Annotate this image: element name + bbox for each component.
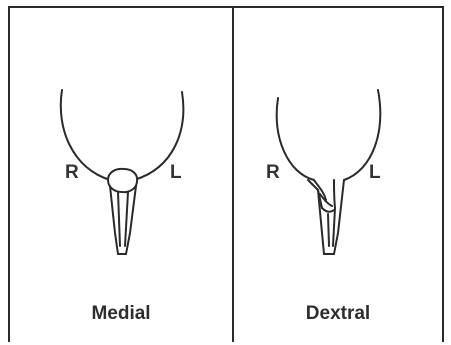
right-side-label: R bbox=[266, 163, 280, 182]
dextral-caption: Dextral bbox=[234, 304, 442, 323]
medial-diagram-icon bbox=[10, 8, 232, 342]
left-side-label: L bbox=[170, 163, 182, 182]
medial-caption: Medial bbox=[10, 304, 232, 323]
right-side-label: R bbox=[65, 163, 79, 182]
panel-dextral: R L Dextral bbox=[234, 8, 442, 342]
left-side-label: L bbox=[369, 163, 381, 182]
panel-medial: R L Medial bbox=[10, 8, 232, 342]
